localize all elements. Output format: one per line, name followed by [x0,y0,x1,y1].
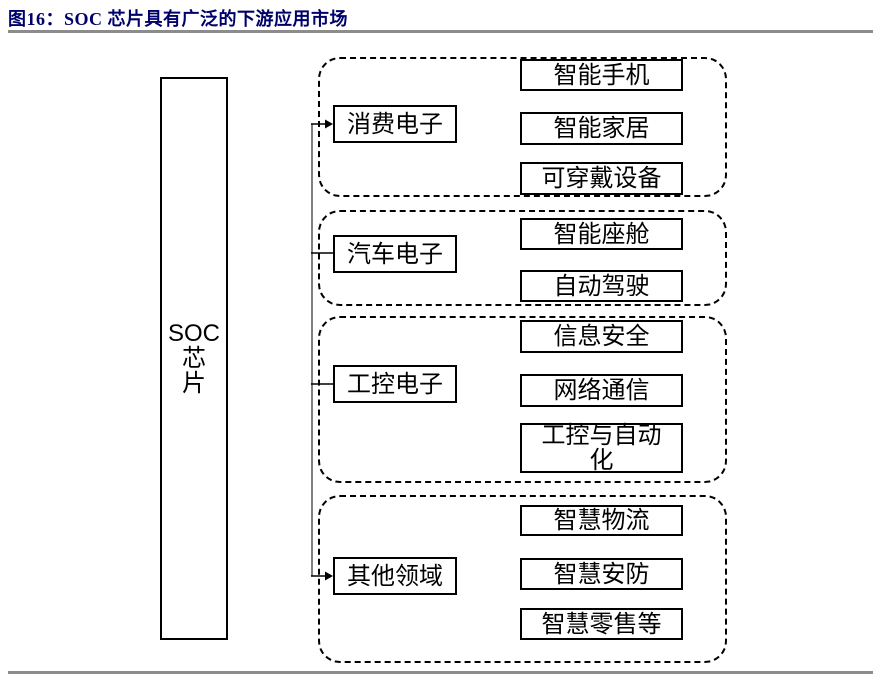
item-box-smartphone: 智能手机 [520,59,683,91]
category-box-other-fields: 其他领域 [333,557,457,595]
root-label-line: SOC [167,320,220,347]
group-other-fields [318,495,727,663]
item-box-smart-security: 智慧安防 [520,558,683,590]
group-industrial-control-electronics [318,316,727,483]
item-box-smart-cockpit: 智能座舱 [520,218,683,250]
item-box-wearable-devices: 可穿戴设备 [520,162,683,195]
item-box-smart-logistics: 智慧物流 [520,505,683,536]
root-label-line: 片 [182,370,206,397]
root-node-soc-chip: SOC 芯 片 [160,77,228,640]
item-box-autonomous-driving: 自动驾驶 [520,270,683,302]
bottom-rule [8,671,873,674]
item-box-network-communication: 网络通信 [520,374,683,407]
category-box-industrial-control-electronics: 工控电子 [333,365,457,403]
root-label-line: 芯 [182,345,206,372]
category-box-automotive-electronics: 汽车电子 [333,235,457,273]
item-box-smart-retail: 智慧零售等 [520,608,683,640]
item-box-smart-home: 智能家居 [520,112,683,145]
category-box-consumer-electronics: 消费电子 [333,105,457,143]
item-box-industrial-automation: 工控与自动化 [520,423,683,473]
group-automotive-electronics [318,210,727,306]
group-consumer-electronics [318,57,727,197]
top-rule [8,30,873,33]
item-box-information-security: 信息安全 [520,320,683,353]
figure-title: 图16：SOC 芯片具有广泛的下游应用市场 [8,9,349,29]
